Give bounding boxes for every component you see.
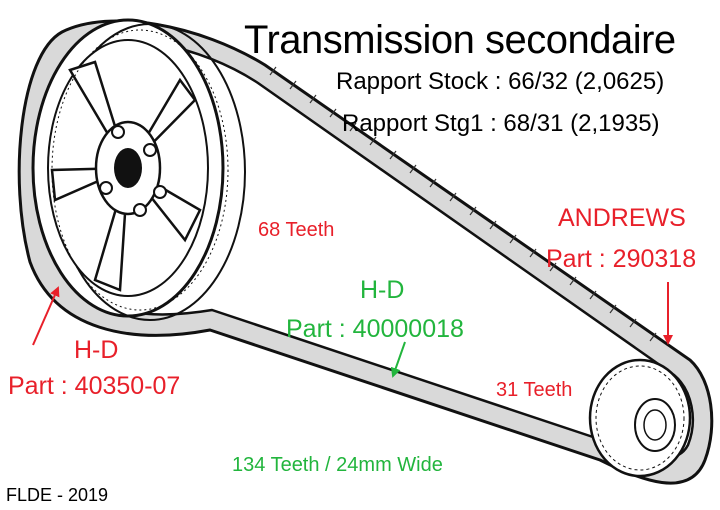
ratio-stock: Rapport Stock : 66/32 (2,0625) [336, 68, 665, 95]
front-pulley-brand: ANDREWS [558, 204, 686, 232]
front-pulley-part: Part : 290318 [546, 245, 697, 273]
front-pulley [588, 358, 692, 478]
front-pulley-teeth: 31 Teeth [496, 379, 573, 401]
diagram-title: Transmission secondaire [244, 18, 676, 62]
belt-spec: 134 Teeth / 24mm Wide [232, 454, 443, 476]
ratio-stg1: Rapport Stg1 : 68/31 (2,1935) [342, 110, 660, 137]
belt-brand: H-D [360, 276, 405, 304]
credit-label: FLDE - 2019 [6, 485, 109, 505]
rear-pulley-part: Part : 40350-07 [8, 372, 181, 400]
rear-pulley [31, 18, 246, 321]
belt-part: Part : 40000018 [286, 315, 464, 343]
rear-pulley-brand: H-D [74, 336, 119, 364]
rear-pulley-arrow [32, 286, 60, 346]
rear-pulley-teeth: 68 Teeth [258, 219, 335, 241]
belt-arrow [390, 341, 406, 378]
